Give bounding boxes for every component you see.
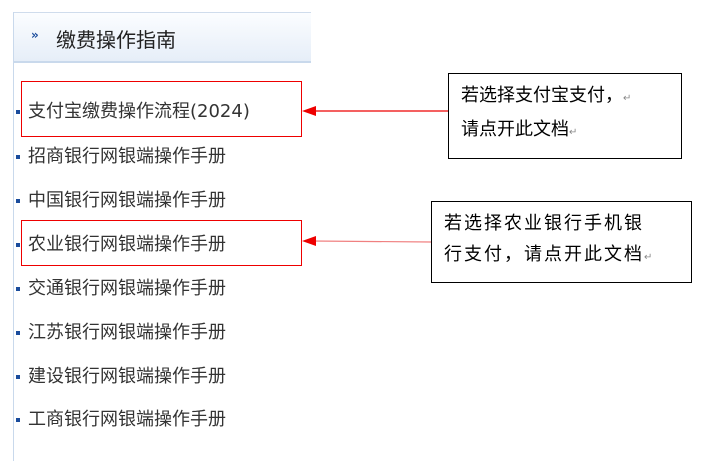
bullet-icon: [16, 110, 20, 114]
bullet-icon: [16, 243, 20, 247]
callout-text: 若选择支付宝支付，: [461, 85, 623, 106]
paragraph-mark-icon: ↵: [623, 93, 632, 104]
doc-link-abc[interactable]: 农业银行网银端操作手册: [16, 230, 226, 256]
link-label: 支付宝缴费操作流程(2024): [28, 101, 250, 122]
callout-abc: 若选择农业银行手机银 行支付，请点开此文档↵: [431, 201, 692, 283]
bullet-icon: [16, 331, 20, 335]
callout-alipay: 若选择支付宝支付，↵ 请点开此文档↵: [448, 73, 682, 159]
link-label: 工商银行网银端操作手册: [28, 409, 226, 430]
panel-header: » 缴费操作指南: [14, 12, 311, 63]
doc-link-icbc[interactable]: 工商银行网银端操作手册: [16, 405, 226, 431]
panel-title: 缴费操作指南: [56, 28, 176, 52]
bullet-icon: [16, 418, 20, 422]
link-label: 中国银行网银端操作手册: [28, 190, 226, 211]
link-label: 农业银行网银端操作手册: [28, 234, 226, 255]
callout-text: 请点开此文档: [461, 119, 569, 140]
paragraph-mark-icon: ↵: [644, 252, 655, 263]
doc-link-ccb[interactable]: 建设银行网银端操作手册: [16, 362, 226, 388]
arrow-head-2: [302, 236, 316, 246]
bullet-icon: [16, 155, 20, 159]
link-label: 交通银行网银端操作手册: [28, 278, 226, 299]
highlight-box-alipay: [21, 81, 302, 137]
doc-link-cmb[interactable]: 招商银行网银端操作手册: [16, 142, 226, 168]
doc-link-boc[interactable]: 中国银行网银端操作手册: [16, 186, 226, 212]
doc-link-jsb[interactable]: 江苏银行网银端操作手册: [16, 318, 226, 344]
bullet-icon: [16, 287, 20, 291]
link-label: 江苏银行网银端操作手册: [28, 322, 226, 343]
link-label: 招商银行网银端操作手册: [28, 146, 226, 167]
arrow-line-2: [311, 240, 432, 243]
doc-link-alipay[interactable]: 支付宝缴费操作流程(2024): [16, 97, 250, 123]
paragraph-mark-icon: ↵: [569, 127, 578, 138]
arrow-head-1: [302, 106, 316, 116]
bullet-icon: [16, 375, 20, 379]
callout-text: 行支付，请点开此文档: [444, 244, 644, 265]
doc-link-bocom[interactable]: 交通银行网银端操作手册: [16, 274, 226, 300]
link-label: 建设银行网银端操作手册: [28, 366, 226, 387]
payment-guide-panel: » 缴费操作指南: [13, 12, 311, 461]
bullet-icon: [16, 199, 20, 203]
highlight-box-abc: [21, 220, 302, 266]
callout-text: 若选择农业银行手机银: [444, 213, 644, 234]
double-chevron-right-icon: »: [31, 28, 39, 42]
